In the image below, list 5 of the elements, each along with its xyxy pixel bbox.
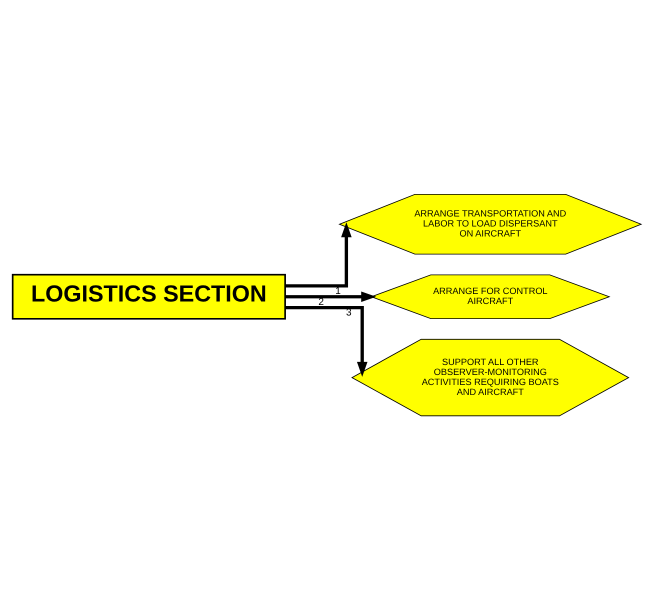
arrow	[285, 305, 368, 376]
arrow	[285, 290, 376, 302]
arrow	[285, 222, 352, 288]
edge-label: 2	[318, 296, 324, 308]
node-box: LOGISTICS SECTION	[12, 273, 286, 320]
